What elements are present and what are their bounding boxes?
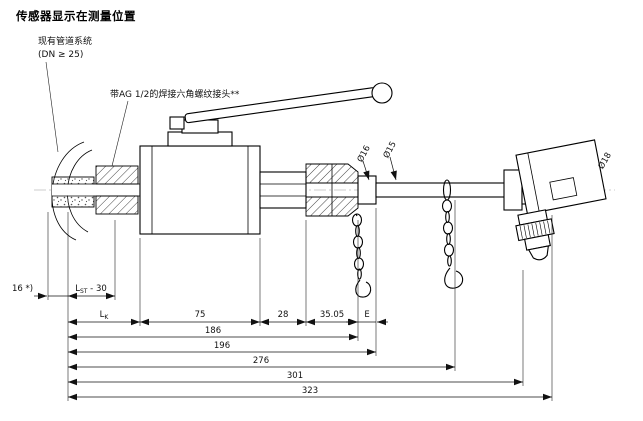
dim-3505-label: 35.05 (320, 310, 344, 320)
pipe-system-label: 现有管道系统 (38, 35, 92, 47)
diameter-15-label: Ø15 (381, 140, 399, 161)
safety-chain-left (351, 213, 372, 298)
fitting-collar (357, 175, 377, 205)
dim-16-label: 16 *) (12, 284, 33, 294)
dim-301-label: 301 (287, 371, 303, 381)
rod-diameter-callouts: Ø16 Ø15 (355, 140, 399, 181)
diameter-16-label: Ø16 (355, 144, 373, 165)
dimension-row-323: 323 (68, 386, 552, 401)
gland-tip (527, 245, 549, 261)
page-title: 传感器显示在测量位置 (16, 9, 136, 23)
sensor-head-window (549, 177, 578, 201)
spool-piece (259, 171, 307, 209)
extension-lines (47, 200, 553, 401)
hex-joint-leader (111, 100, 129, 167)
compression-fitting (305, 163, 377, 217)
dimension-row-186: 186 (68, 326, 358, 341)
existing-pipe-section (51, 141, 140, 241)
dim-lst-label: LST - 30 (75, 284, 107, 295)
dimension-row-insertion: 16 *) LST - 30 (12, 284, 115, 300)
pipe-system-note: (DN ≥ 25) (38, 50, 83, 60)
handle-ball (371, 82, 393, 104)
dim-196-label: 196 (214, 341, 230, 351)
chain-hook (444, 267, 464, 289)
pipe-system-leader (45, 61, 59, 153)
dimension-row-segments: LK 75 28 35.05 E (68, 310, 388, 326)
cable-gland (515, 209, 555, 261)
valve-handle (184, 82, 393, 124)
dim-28-label: 28 (278, 310, 289, 320)
valve-bonnet (167, 131, 233, 147)
dimension-row-196: 196 (68, 341, 376, 356)
dimension-row-301: 301 (68, 371, 523, 386)
sensor-head-housing (515, 139, 607, 215)
hex-joint-label: 带AG 1/2的焊接六角螺纹接头** (110, 88, 240, 100)
dimension-row-276: 276 (68, 356, 455, 371)
dim-323-label: 323 (302, 386, 318, 396)
sensor-head: Ø18 (515, 139, 614, 215)
ball-valve (139, 82, 393, 235)
stem-nut (169, 116, 185, 130)
weld-hex-fitting (95, 165, 139, 215)
dim-lk-label: LK (100, 310, 110, 321)
dim-276-label: 276 (253, 356, 269, 366)
dim-186-label: 186 (205, 326, 221, 336)
chain-hook (355, 279, 372, 298)
probe-rod (375, 182, 509, 198)
annotations: 现有管道系统 (DN ≥ 25) 带AG 1/2的焊接六角螺纹接头** (38, 35, 240, 167)
valve-body (139, 145, 261, 235)
dim-e-label: E (364, 310, 369, 320)
dim-75-label: 75 (195, 310, 206, 320)
